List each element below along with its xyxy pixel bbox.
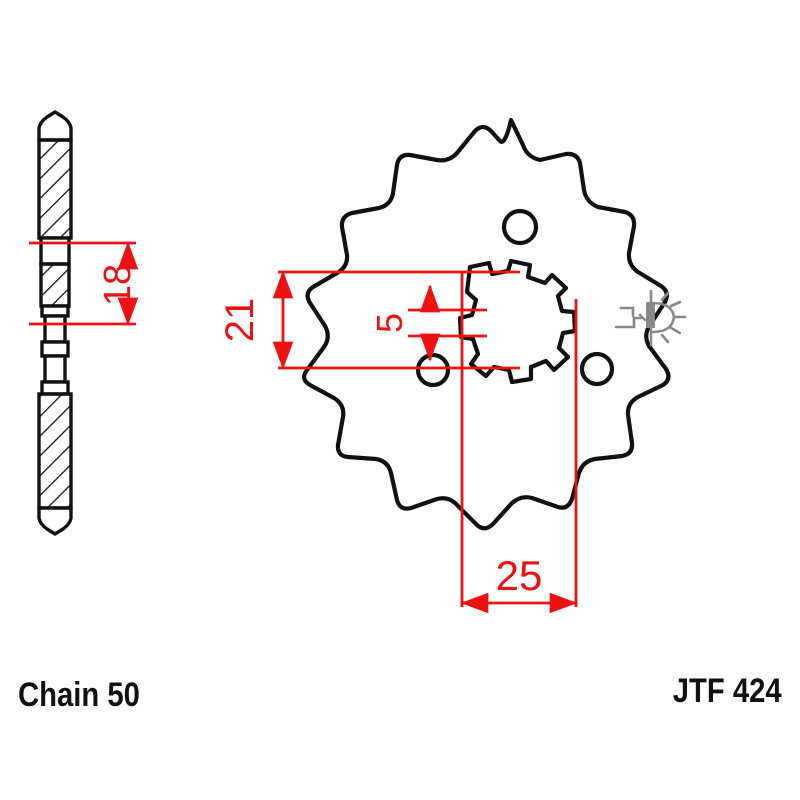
stamp-glyph-lower: [614, 316, 643, 329]
dimension-18: [29, 241, 139, 326]
front-sprocket-view: [302, 117, 687, 531]
chain-size-label: Chain 50: [18, 676, 140, 714]
manufacturer-stamp: [614, 289, 687, 347]
side-upper-web: [37, 138, 73, 240]
side-upper-hub: [39, 262, 71, 308]
stamp-ray-1: [660, 291, 670, 302]
dimension-21: [272, 270, 520, 370]
side-top-chamfer: [37, 110, 73, 142]
splined-bore: [457, 258, 578, 385]
side-spline-ring-c: [40, 380, 70, 396]
stamp-ray-4: [669, 326, 682, 335]
dimension-18-label: 18: [97, 264, 139, 306]
side-bottom-chamfer: [37, 506, 73, 536]
side-spline-ring-b: [40, 340, 70, 358]
lightening-hole-left: [415, 352, 451, 388]
dimension-25-label: 25: [496, 552, 543, 599]
stamp-glyph-tick: [638, 313, 647, 322]
stamp-bar: [646, 302, 655, 328]
side-spline-block-b: [43, 354, 67, 384]
part-number-label: JTF 424: [673, 672, 782, 710]
stamp-ray-5: [660, 333, 670, 344]
dimension-25: [460, 272, 578, 614]
stamp-glyph-upper: [619, 306, 635, 318]
stamp-ray-2: [669, 300, 682, 308]
side-section-view: [37, 110, 73, 536]
dimension-5-label: 5: [369, 313, 410, 333]
dimension-21-label: 21: [218, 298, 262, 343]
side-spline-block-a: [43, 314, 67, 344]
lightening-hole-right: [579, 351, 615, 387]
dimension-5: [408, 284, 487, 362]
lightening-hole-top: [501, 208, 539, 246]
side-lower-web: [37, 392, 73, 510]
